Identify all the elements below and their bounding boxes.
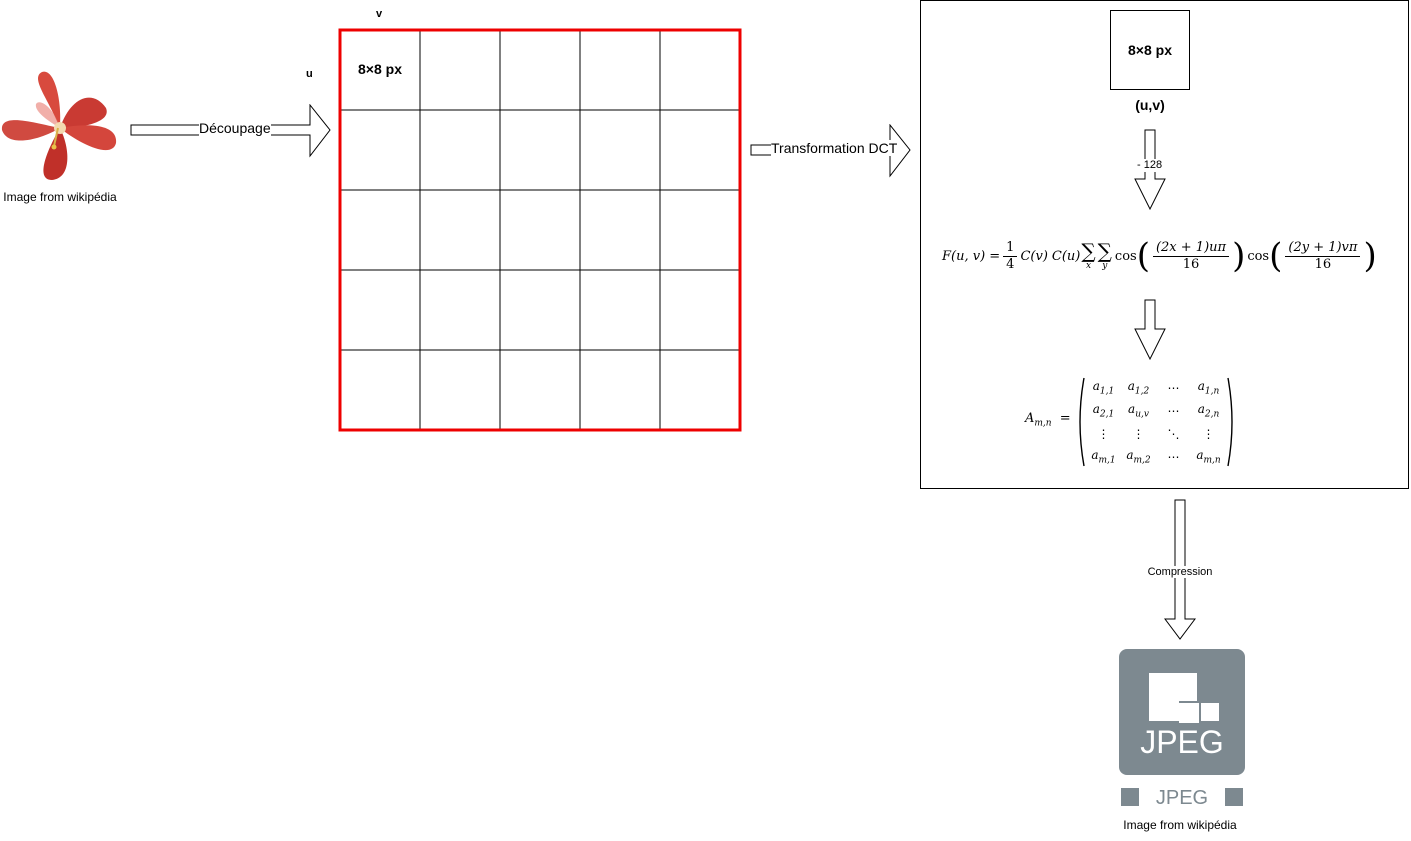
matrix-arrow [1134,299,1166,361]
source-caption: Image from wikipédia [3,190,117,204]
dct-block-label: 8×8 px [1128,42,1172,58]
matrix-cell: ⋯ [1167,380,1180,395]
matrix-cell: a2,1 [1092,401,1115,420]
compress-label: Compression [1147,566,1213,578]
split-arrow-label: Découpage [199,120,271,136]
dct-coord-label: (u,v) [1135,97,1165,113]
matrix-cell: a2,n [1197,401,1220,420]
matrix-cell: am,1 [1091,447,1116,466]
dct-block: 8×8 px [1110,10,1190,90]
frac-2: (2y + 1)vπ 16 [1285,240,1361,273]
formula-lhs: F(u, v) = [942,248,1001,264]
cos-2: cos [1247,248,1270,264]
matrix-cell: a1,1 [1092,378,1115,397]
cos-1: cos [1114,248,1137,264]
matrix-cell: ⋯ [1167,403,1180,418]
flower-image [1,71,117,180]
matrix-cell: ⋮ [1097,426,1110,441]
matrix-cell: a1,n [1197,378,1220,397]
matrix-cell: a1,2 [1127,378,1150,397]
matrix-grid: a1,1 a1,2 ⋯ a1,n a2,1 au,v ⋯ a2,n ⋮ ⋮ ⋱ ⋮ am,1 am,2 ⋯ a… [1086,376,1226,468]
matrix-lhs: Am,n = [1025,411,1071,429]
output-caption: Image from wikipédia [1123,818,1237,832]
matrix-brackets [1079,377,1233,467]
u-axis-label: u [306,68,313,80]
sum-x: ∑x [1081,239,1096,271]
formula-cv: C(v) [1020,248,1048,264]
matrix-cell: am,2 [1126,447,1151,466]
jpeg-logo [1119,649,1245,806]
sum-y: ∑y [1097,239,1112,271]
dct-formula: F(u, v) = 1 4 C(v) C(u) ∑x ∑y cos ( (2x … [942,236,1377,276]
matrix-cell: au,v [1128,401,1149,420]
shift-label: - 128 [1137,159,1163,172]
matrix-cell: am,n [1196,447,1221,466]
matrix-cell: ⋱ [1167,426,1180,441]
block-grid [338,28,742,432]
v-axis-label: v [376,8,383,20]
jpeg-logo-small-text: JPEG [1155,787,1209,809]
formula-cu: C(u) [1051,248,1081,264]
frac-1: (2x + 1)uπ 16 [1152,240,1230,273]
matrix-cell: ⋮ [1132,426,1145,441]
dct-panel [920,0,1409,489]
grid-cell-label: 8×8 px [358,61,402,77]
dct-arrow-label: Transformation DCT [771,140,898,156]
jpeg-logo-big-text: JPEG [1140,724,1224,760]
matrix-cell: ⋯ [1167,449,1180,464]
matrix-cell: ⋮ [1202,426,1215,441]
formula-coef: 1 4 [1003,240,1018,273]
